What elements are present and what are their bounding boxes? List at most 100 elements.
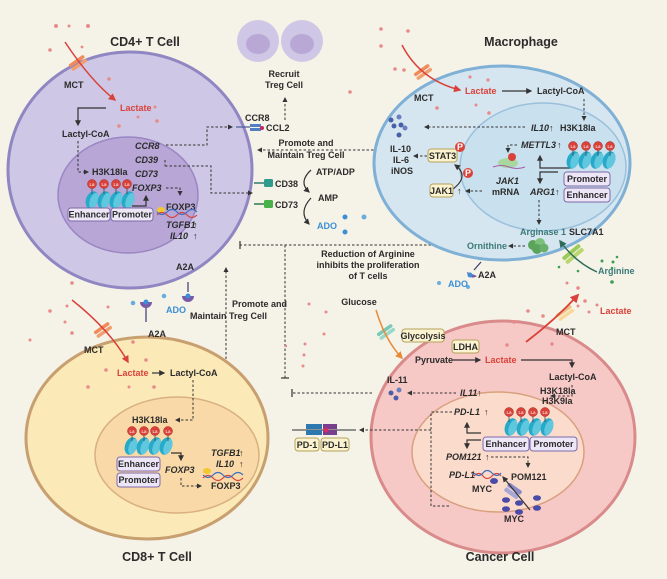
il11-molecules [388,387,402,401]
cd8-promoter: Promoter [118,475,159,485]
lactylation-label: La [165,429,171,434]
pdl1-label: PD-L1 [322,440,348,450]
cd73-label: CD73 [275,200,298,210]
ldha-label: LDHA [453,342,478,352]
lactylation-label: La [141,429,147,434]
cytokine-il10: IL-10 [390,144,411,154]
cd4-enhancer-box [67,207,111,222]
macrophage-enhancer-box [563,187,611,203]
ado2: ADO [166,305,186,315]
pdl1-ligand-icon [323,424,337,429]
pom121-protein: POM121 [511,472,547,482]
lactylation-label: La [595,144,601,149]
cd38-icon [264,179,273,187]
pdl1-box [320,437,350,452]
glucose-label: Glucose [341,297,377,307]
cancer-mct-label: MCT [556,327,576,337]
treg-recruit: Recruit Treg Cell CCR8 CCL2 [236,20,323,133]
cd8-a2a: A2A [148,329,167,339]
jak1-mrna-2: mRNA [492,187,520,197]
cytokine-il6: IL-6 [393,155,409,165]
ado-molecules [342,214,367,235]
cancer-lactate-dots [505,281,599,347]
amp: AMP [318,193,338,203]
cd4-tgfb1: TGFB1 [166,220,196,230]
glycolysis-label: Glycolysis [400,331,445,341]
lactylation-label: La [89,182,95,187]
cd8-lactyl-coa: Lactyl-CoA [170,368,218,378]
myc-molecules [502,495,541,515]
myc-inner: MYC [472,484,493,494]
cd8-foxp3-protein: FOXP3 [211,481,241,491]
il11-up: ↑ [477,388,482,398]
ccl2-ligand-icon [260,126,264,130]
ccl2-label: CCL2 [266,123,290,133]
mettl3-up: ↑ [557,140,562,150]
ado: ADO [317,221,337,231]
phospho-label-2: P [465,168,471,178]
il11-label: IL-11 [387,375,408,385]
cd38-label: CD38 [275,179,298,189]
phospho-icon [455,142,465,152]
lactylation-label: La [101,182,107,187]
cd8-promoter-box [116,472,161,488]
cd8-tgfb1-up: ↑ [239,448,244,458]
atp-adp: ATP/ADP [316,167,355,177]
arg1-gene: ARG1 [529,187,555,197]
treg-recruit-2: Treg Cell [265,80,303,90]
stat3-box [427,148,458,163]
lactylation-label: La [542,410,548,415]
pd1-box [294,437,320,452]
macrophage-a2a: A2A [478,270,497,280]
reduction-3: of T cells [348,271,387,281]
cd8-lactate: Lactate [117,368,149,378]
slc7a1-label: SLC7A1 [569,227,604,237]
myc-bound-icon [490,478,498,484]
macrophage-promoter: Promoter [567,174,608,184]
macrophage-lactate-dots [348,27,491,115]
lactylation-label: La [530,410,536,415]
macrophage-lactate: Lactate [465,86,497,96]
gene-cd39: CD39 [135,155,158,165]
gene-ccr8: CCR8 [135,141,160,151]
cd4-il10-up: ↑ [193,231,198,241]
pd1-receptor-icon [306,424,322,429]
cancer-enhancer: Enhancer [485,439,527,449]
cd4-foxp3-protein: FOXP3 [166,202,196,212]
glycolysis-box [401,328,445,343]
arginine-dots [557,255,619,284]
m6a-icon [508,153,516,161]
macrophage-mct-label: MCT [414,93,434,103]
promote-2: Maintain Treg Cell [267,150,344,160]
dna-icon [156,211,198,219]
misc-lactate-dots [284,302,328,368]
lactylation-label: La [518,410,524,415]
lactylation-label: La [607,144,613,149]
pd1-label: PD-1 [297,440,318,450]
phospho-label: P [457,142,463,152]
pdl1-up: ↑ [484,407,489,417]
macrophage-enhancer: Enhancer [566,190,608,200]
promote-1: Promote and [278,138,333,148]
cancer-enhancer-box [482,436,530,452]
ldha-box [451,339,480,354]
cd4-t-cell: CD4+ T Cell MCT Lactate Lactyl-CoA H3K18… [6,24,252,290]
macrophage-cell: Macrophage MCT Lactate Lactyl-CoA H3K18l… [348,27,635,289]
cd4-lactyl-coa: Lactyl-CoA [62,129,110,139]
jak1-up: ↑ [457,186,462,196]
arginine-label: Arginine [598,266,635,276]
cd4-enhancer: Enhancer [68,210,110,220]
macrophage-ado: ADO [448,279,468,289]
cancer-lactate-out: Lactate [600,306,632,316]
macrophage-promoter-box [563,171,611,187]
pom121-gene: POM121 [446,452,482,462]
reduction-1: Reduction of Arginine [321,249,415,259]
cd8-h3k18la: H3K18la [132,415,169,425]
gene-foxp3: FOXP3 [132,183,162,193]
myc-outer: MYC [504,514,525,524]
cancer-nucleus [411,391,585,513]
